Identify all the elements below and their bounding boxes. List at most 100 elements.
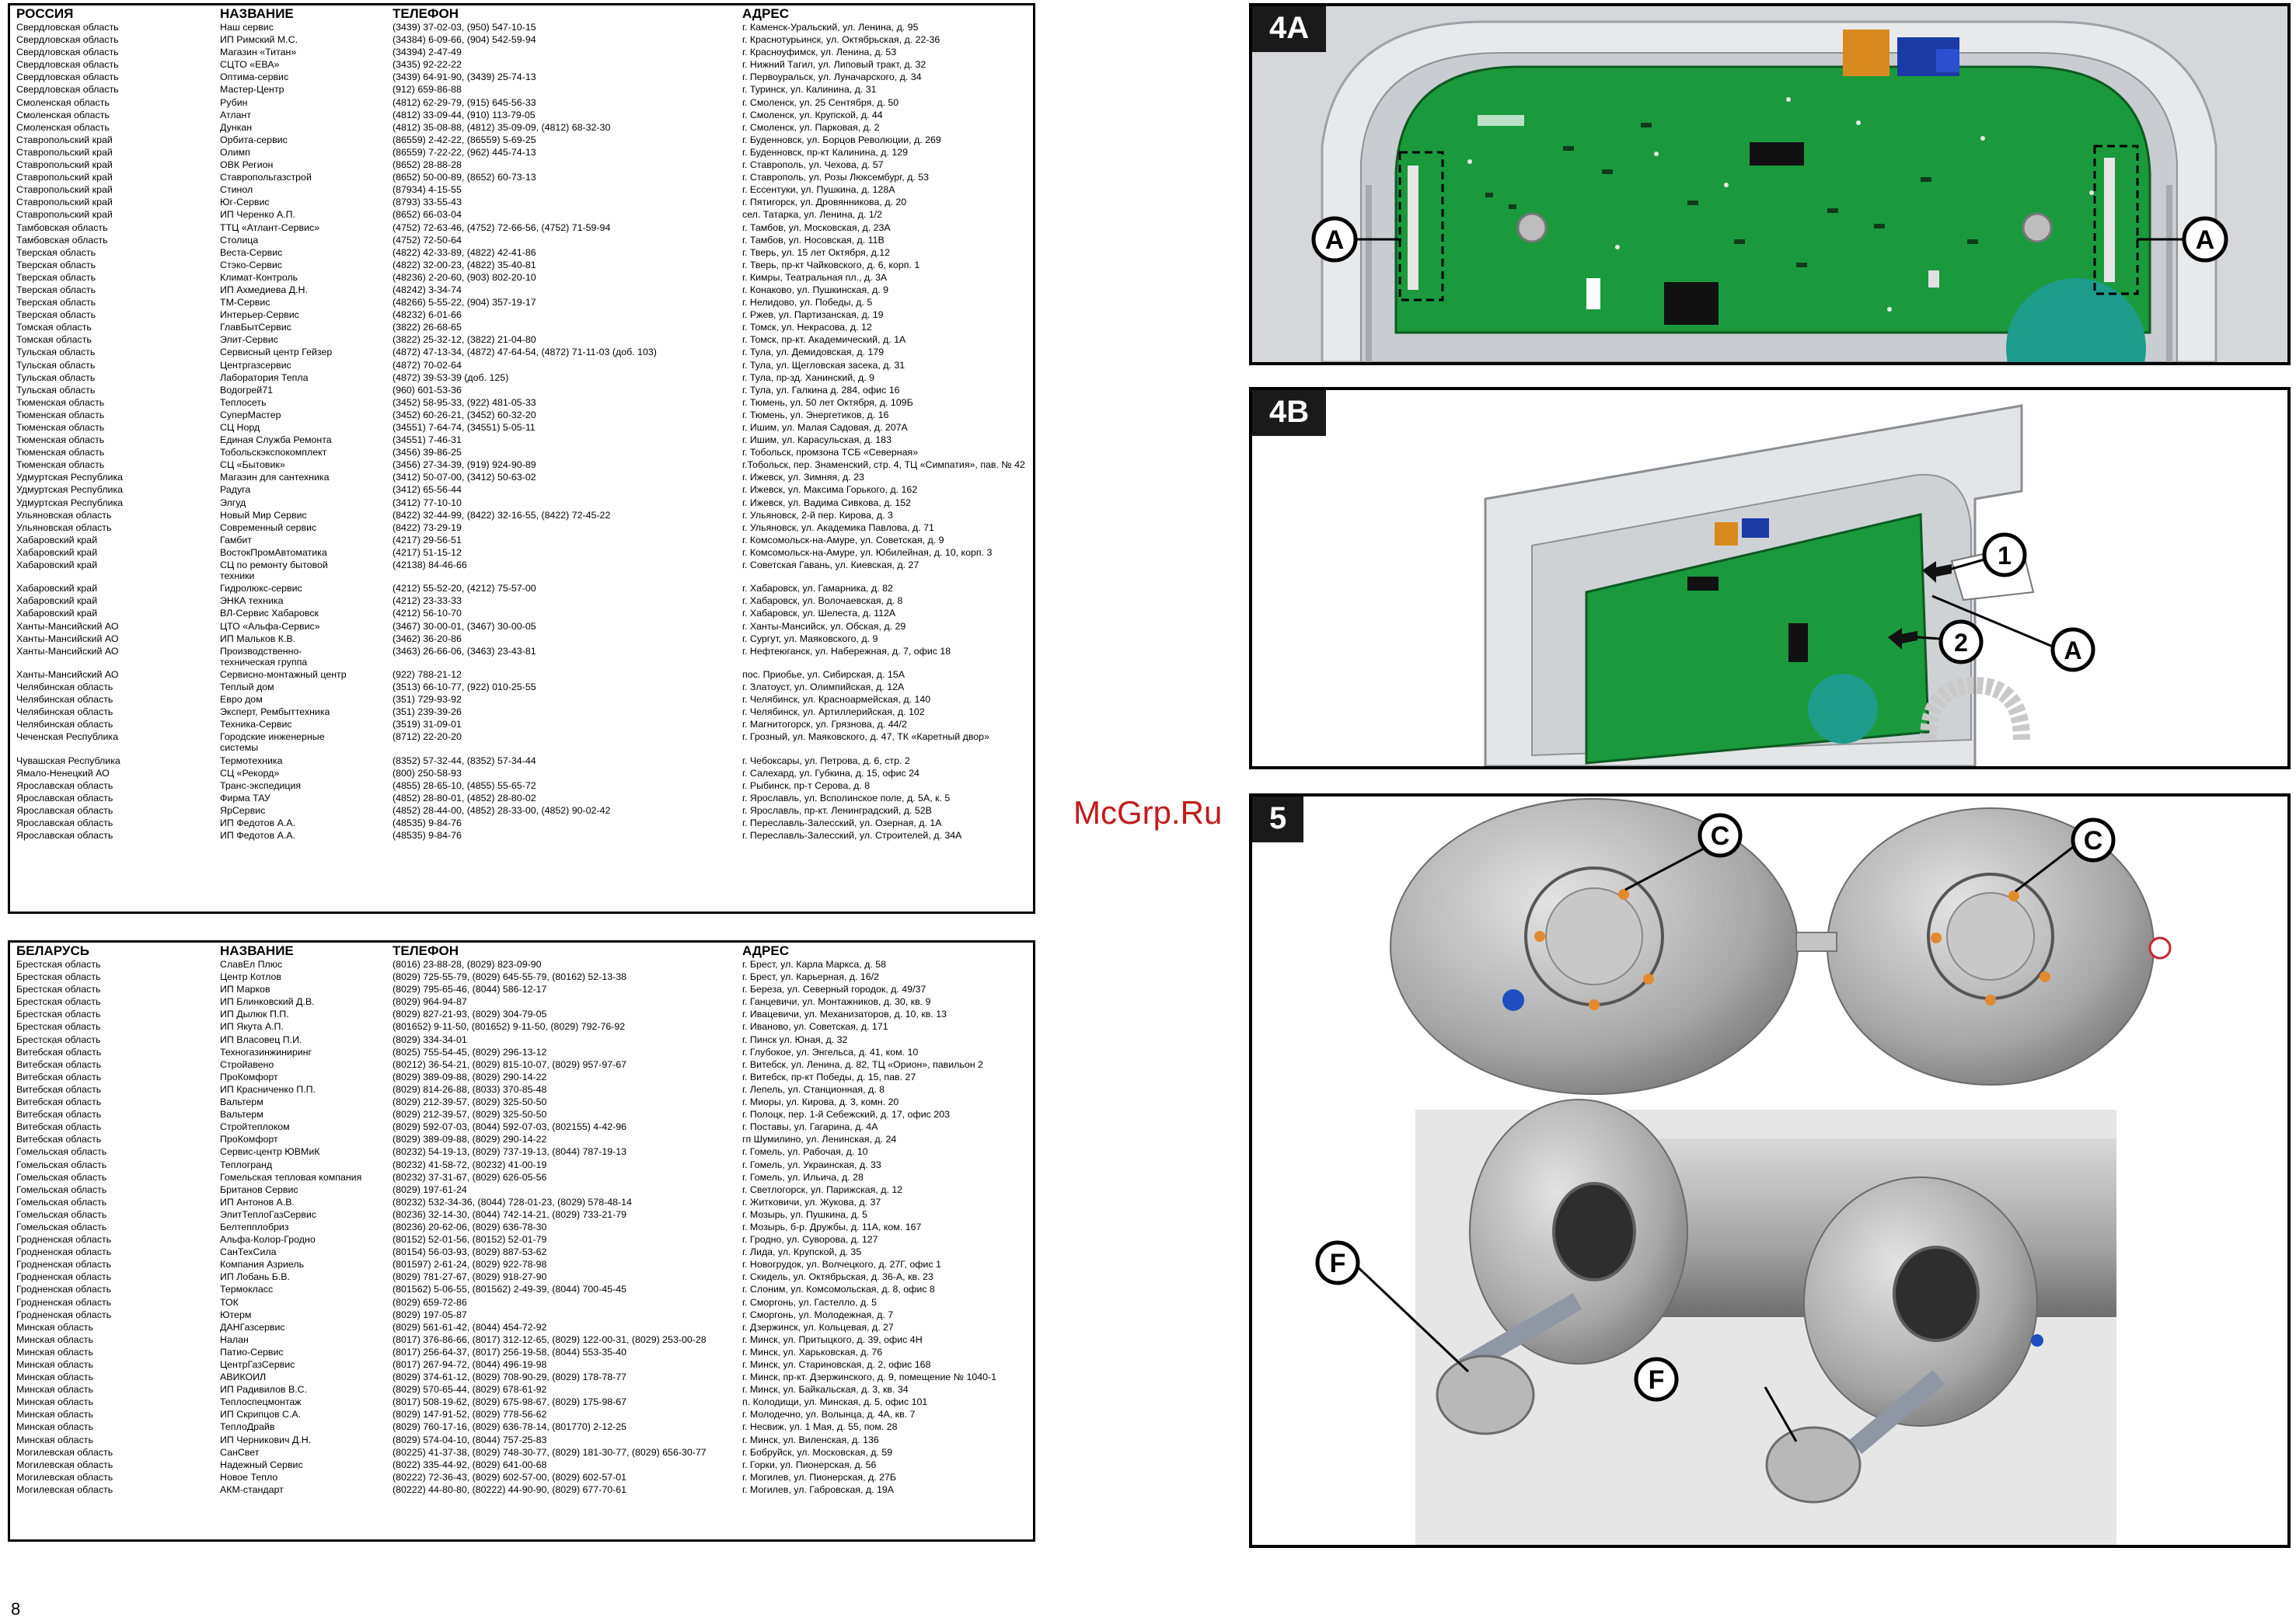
cell-region: Минская область bbox=[16, 1333, 93, 1345]
cell-address: г. Гомель, ул. Рабочая, д. 10 bbox=[742, 1146, 868, 1158]
cell-phone: (80236) 20-62-06, (8029) 636-78-30 bbox=[393, 1221, 547, 1232]
cell-region: Минская область bbox=[16, 1409, 93, 1421]
cell-name: Теплогранд bbox=[220, 1159, 273, 1170]
cell-phone: (3463) 26-66-06, (3463) 23-43-81 bbox=[393, 645, 536, 657]
cell-name: Центргазсервис bbox=[220, 359, 291, 371]
cell-name: Вальтерм bbox=[220, 1109, 263, 1121]
cell-name: ЦТО «Альфа-Сервис» bbox=[220, 620, 320, 632]
cell-region: Брестская область bbox=[16, 1021, 101, 1033]
cell-name: Гамбит bbox=[220, 534, 252, 546]
cell-region: Тверская область bbox=[16, 297, 96, 309]
cell-name: Магазин для сантехника bbox=[220, 472, 330, 483]
cell-region: Гродненская область bbox=[16, 1271, 112, 1283]
cell-phone: (3519) 31-09-01 bbox=[393, 719, 462, 730]
cell-phone: (80154) 56-03-93, (8029) 887-53-62 bbox=[393, 1246, 547, 1258]
cell-phone: (80212) 36-54-21, (8029) 815-10-07, (802… bbox=[393, 1058, 627, 1070]
cell-region: Ярославская область bbox=[16, 792, 113, 804]
cell-name: Эксперт, Рембыттехника bbox=[220, 706, 330, 718]
figure-4b-illustration: 1 2 A bbox=[1484, 404, 2095, 766]
cell-region: Тульская область bbox=[16, 371, 96, 383]
cell-address: г. Хабаровск, ул. Шелеста, д. 112А bbox=[742, 608, 896, 619]
cell-name: ВостокПромАвтоматика bbox=[220, 546, 327, 558]
cell-region: Гомельская область bbox=[16, 1196, 107, 1208]
cell-name: Веста-Сервис bbox=[220, 246, 283, 258]
cell-phone: (48266) 5-55-22, (904) 357-19-17 bbox=[393, 297, 536, 309]
cell-phone: (8016) 23-88-28, (8029) 823-09-90 bbox=[393, 959, 542, 970]
cell-address: г. Чебоксары, ул. Петрова, д. 6, стр. 2 bbox=[742, 755, 910, 766]
cell-phone: (8793) 33-55-43 bbox=[393, 197, 462, 208]
cell-name: ИП Дылюк П.П. bbox=[220, 1009, 289, 1020]
cell-name: Климат-Контроль bbox=[220, 271, 298, 283]
cell-phone: (8017) 267-94-72, (8044) 496-19-98 bbox=[393, 1359, 547, 1370]
cell-name: Атлант bbox=[220, 109, 252, 120]
cell-name: ИП Радивилов В.С. bbox=[220, 1384, 308, 1396]
cell-name: ИП Марков bbox=[220, 984, 270, 995]
cell-address: г. Тамбов, ул. Московская, д. 23А bbox=[742, 221, 891, 233]
cell-phone: (4872) 39-53-39 (доб. 125) bbox=[393, 371, 509, 383]
cell-name: ЭлитТеплоГазСервис bbox=[220, 1208, 316, 1220]
cell-address: г. Пятигорск, ул. Дровянникова, д. 20 bbox=[742, 197, 907, 208]
cell-name: АКМ-стандарт bbox=[220, 1483, 284, 1495]
cell-phone: (3462) 36-20-86 bbox=[393, 633, 462, 644]
cell-region: Хабаровский край bbox=[16, 583, 98, 594]
cell-phone: (86559) 7-22-22, (962) 445-74-13 bbox=[393, 146, 536, 158]
cell-name: СанТехСила bbox=[220, 1246, 277, 1258]
cell-phone: (922) 788-21-12 bbox=[393, 668, 462, 680]
cell-name: Магазин «Титан» bbox=[220, 47, 297, 58]
cell-name: Водогрей71 bbox=[220, 384, 274, 396]
cell-address: г. Могилев, ул. Габровская, д. 19А bbox=[742, 1483, 895, 1495]
cell-name: Налан bbox=[220, 1333, 249, 1345]
cell-address: г. Первоуральск, ул. Луначарского, д. 34 bbox=[742, 71, 922, 83]
cell-address: пос. Приобье, ул. Сибирская, д. 15А bbox=[742, 668, 905, 680]
cell-phone: (80222) 44-80-80, (80222) 44-90-90, (802… bbox=[393, 1483, 627, 1495]
cell-address: г. Молодечно, ул. Волынца, д. 4А, кв. 7 bbox=[742, 1409, 916, 1421]
cell-phone: (80232) 37-31-67, (8029) 626-05-56 bbox=[393, 1171, 547, 1183]
figure-4a-label: 4A bbox=[1252, 6, 1327, 52]
cell-phone: (8017) 256-64-37, (8017) 256-19-58, (804… bbox=[393, 1346, 627, 1358]
cell-region: Гродненская область bbox=[16, 1259, 112, 1271]
cell-address: г. Миоры, ул. Кирова, д. 3, комн. 20 bbox=[742, 1096, 899, 1108]
figure-4a-illustration: A A bbox=[1252, 6, 2287, 362]
cell-phone: (8029) 334-34-01 bbox=[393, 1034, 467, 1045]
cell-phone: (8029) 561-61-42, (8044) 454-72-92 bbox=[393, 1321, 547, 1333]
cell-phone: (48242) 3-34-74 bbox=[393, 284, 462, 295]
cell-region: Брестская область bbox=[16, 1009, 101, 1020]
cell-phone: (801597) 2-61-24, (8029) 922-78-98 bbox=[393, 1259, 547, 1271]
cell-phone: (912) 659-86-88 bbox=[393, 84, 462, 96]
cell-address: г. Советская Гавань, ул. Киевская, д. 27 bbox=[742, 560, 919, 571]
cell-region: Минская область bbox=[16, 1372, 93, 1383]
cell-region: Чувашская Республика bbox=[16, 755, 120, 766]
cell-address: г. Хабаровск, ул. Волочаевская, д. 8 bbox=[742, 595, 903, 607]
cell-region: Тюменская область bbox=[16, 396, 105, 408]
cell-phone: (8029) 725-55-79, (8029) 645-55-79, (801… bbox=[393, 971, 627, 983]
cell-phone: (86559) 2-42-22, (86559) 5-69-25 bbox=[393, 134, 536, 145]
cell-address: г. Рыбинск, пр-т Серова, д. 8 bbox=[742, 779, 871, 791]
cell-name: ПроКомфорт bbox=[220, 1134, 278, 1145]
cell-region: Тульская область bbox=[16, 384, 96, 396]
cell-region: Тюменская область bbox=[16, 459, 105, 471]
cell-name: Новое Тепло bbox=[220, 1471, 278, 1483]
cell-name: ИП Скрипцов С.А. bbox=[220, 1409, 302, 1421]
cell-name: ИП Красниченко П.П. bbox=[220, 1083, 316, 1095]
cell-region: Витебская область bbox=[16, 1071, 102, 1082]
cell-region: Могилевская область bbox=[16, 1446, 113, 1458]
cell-address: г. Ижевск, ул. Вадима Сивкова, д. 152 bbox=[742, 497, 912, 508]
cell-address: г. Тюмень, ул. 50 лет Октября, д. 109Б bbox=[742, 396, 913, 408]
